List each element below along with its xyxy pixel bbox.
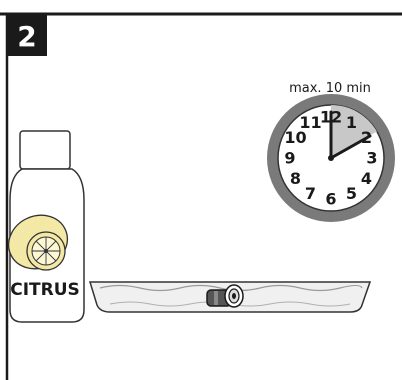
step-number: 2 [17,20,36,53]
citrus-cleaner-bottle: CITRUS [0,131,84,322]
clock-number: 9 [284,149,295,168]
bottle-label: CITRUS [10,280,80,300]
timer-label: max. 10 min [289,81,371,96]
clock-number: 7 [305,184,316,203]
step-badge: 2 [7,14,47,56]
bottle-cap [20,131,70,169]
clock-number: 5 [346,184,357,203]
clock-number: 3 [366,149,377,168]
clock-number: 6 [325,190,336,209]
clock-number: 1 [346,113,357,132]
clock-number: 8 [290,169,301,188]
clock-icon: 121234567891011 [267,94,395,222]
clock-number: 4 [361,169,372,188]
clock-number: 11 [299,113,321,132]
